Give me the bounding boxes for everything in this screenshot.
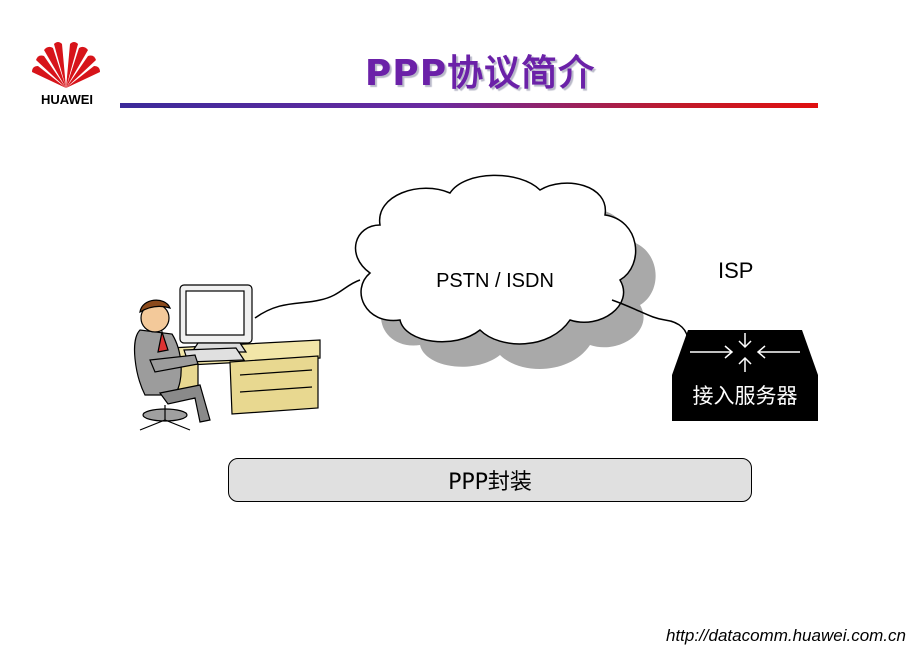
huawei-logo-icon: [32, 42, 100, 88]
title-divider: [120, 103, 818, 108]
page-title: PPP协议简介: [364, 53, 596, 94]
connection-line-right: [611, 299, 689, 343]
user-computer-icon: [134, 284, 321, 431]
access-server-icon: [672, 330, 818, 421]
ppp-encapsulation-label: PPP封装: [448, 470, 532, 495]
access-server-label: 接入服务器: [692, 384, 798, 408]
isp-label: ISP: [718, 258, 754, 283]
connection-line-left: [254, 279, 361, 319]
cloud-label: PSTN / ISDN: [436, 270, 554, 292]
ppp-encapsulation-bar: PPP封装: [228, 458, 752, 502]
network-cloud: [354, 174, 637, 345]
brand-name: HUAWEI: [41, 92, 93, 107]
footer-url: http://datacomm.huawei.com.cn: [665, 626, 906, 645]
